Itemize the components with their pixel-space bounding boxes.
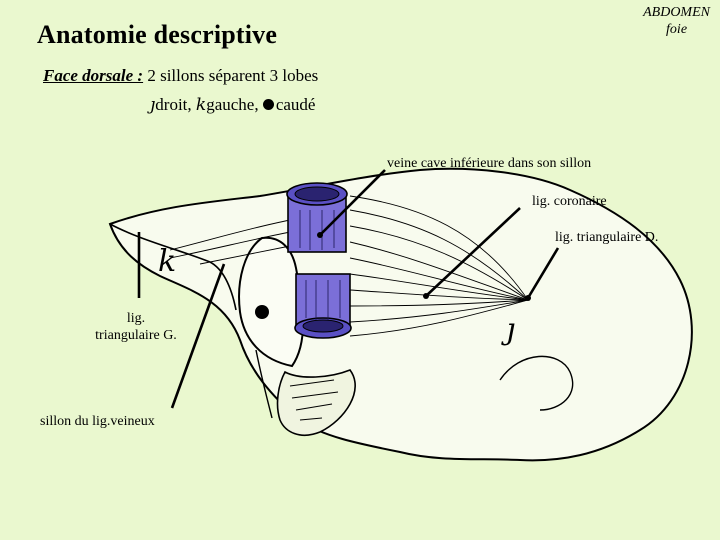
caudate-lobe-label: caudé <box>275 95 316 114</box>
leader-lines <box>137 169 560 409</box>
subsection-name: foie <box>666 22 688 37</box>
label-left-triangular-line2: triangulaire G. <box>95 328 177 343</box>
left-lobe-edge <box>109 223 237 311</box>
section-name: ABDOMEN <box>643 5 710 20</box>
lobe-legend: ȷdroit, kgauche, caudé <box>150 95 315 115</box>
label-left-triangular-line1: lig. <box>126 311 146 326</box>
label-venous-ligament-groove: sillon du lig.veineux <box>40 414 155 429</box>
caudate-lobe-dot-icon <box>262 99 274 110</box>
right-lobe-symbol: ȷ <box>150 95 156 115</box>
right-lobe-label: droit, <box>155 95 196 114</box>
coronary-ligament-fibers <box>169 195 529 337</box>
left-lobe-label: gauche, <box>206 95 263 114</box>
section-tag: ABDOMEN foie <box>643 4 710 38</box>
label-vena-cava: veine cave inférieure dans son sillon <box>387 156 592 171</box>
hilum <box>276 369 356 436</box>
caudate-lobe-dot-icon <box>255 305 269 319</box>
left-lobe-symbol: k <box>195 95 207 115</box>
label-coronary-ligament: lig. coronaire <box>532 194 607 209</box>
left-lobe-mark: k <box>158 244 177 279</box>
page-title: Anatomie descriptive <box>37 20 278 49</box>
right-lobe-curl <box>499 355 574 411</box>
intro-line: Face dorsale : 2 sillons séparent 3 lobe… <box>43 66 318 86</box>
intro-text: 2 sillons séparent 3 lobes <box>143 66 319 85</box>
liver-outline <box>108 167 693 462</box>
label-left-triangular-ligament: lig. triangulaire G. <box>90 310 182 344</box>
caudate-lobe-outline <box>238 236 305 368</box>
vena-cava-upper <box>286 182 348 253</box>
vena-cava-lower <box>294 273 352 339</box>
right-lobe-mark: ȷ <box>506 312 516 347</box>
intro-lead: Face dorsale : <box>43 66 144 85</box>
label-right-triangular-ligament: lig. triangulaire D. <box>555 230 659 245</box>
